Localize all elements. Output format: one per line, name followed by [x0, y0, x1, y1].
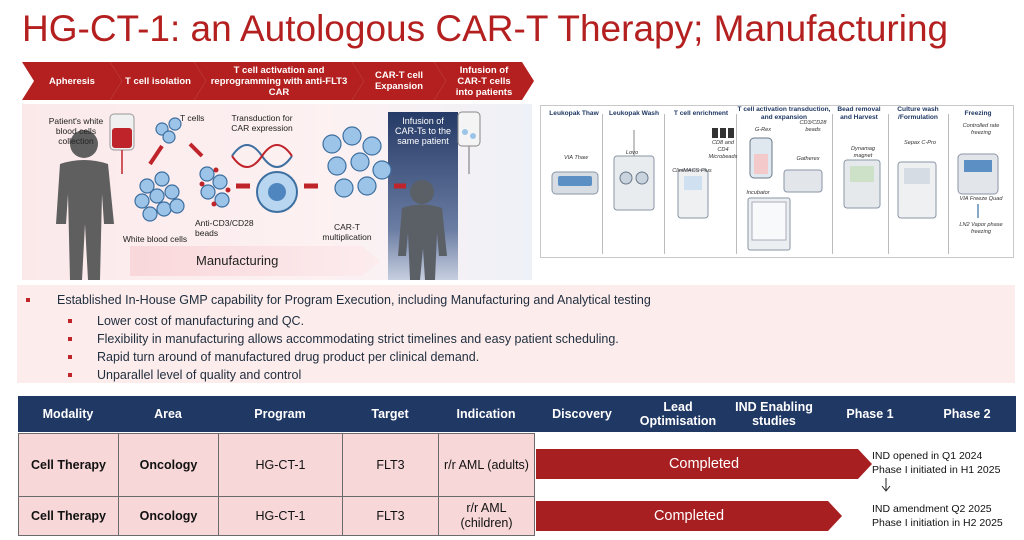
via-freeze-icon [957, 153, 999, 218]
multiplication-label: CAR-T multiplication [322, 222, 372, 242]
bullet-sub-4: Unparallel level of quality and control [97, 368, 302, 382]
step-infusion: Infusion of CAR-T cells into patients [434, 62, 534, 100]
wf-header-harvest: Bead removal and Harvest [837, 106, 881, 121]
wf-extra-gatherex: Gatherex [796, 156, 820, 162]
sepax-icon [897, 161, 937, 219]
th-indication: Indication [456, 407, 516, 421]
wf-device-dynamag: Dynamag magnet [851, 146, 875, 159]
bullet-sub-2: Flexibility in manufacturing allows acco… [97, 332, 619, 346]
th-phase-2: Phase 2 [943, 407, 991, 421]
arrow-up-icon [148, 144, 164, 166]
wf-extra-ln2: LN2 Vapor phase freezing [959, 222, 1003, 235]
clinimacs-icon [677, 169, 709, 219]
wf-extra-incubator: Incubator [746, 190, 770, 196]
wf-header-thaw: Leukopak Thaw [549, 110, 599, 117]
wbc-collection-label: Patient's white blood cells collection [48, 116, 104, 146]
step-expansion: CAR-T cell Expansion [352, 62, 446, 100]
wf-device-thaw: VIA Thaw [563, 155, 589, 161]
pipeline-table-header [18, 396, 1016, 432]
row2-area: Oncology [118, 496, 219, 536]
wf-header-wash: Leukopak Wash [609, 110, 659, 117]
wf-device-enrichment: CliniMACS Plus [672, 168, 712, 174]
wf-header-formulation: Culture wash /Formulation [897, 106, 939, 121]
transduction-label: Transduction for CAR expression [231, 113, 293, 133]
th-lead-optimisation: Lead Optimisation [639, 400, 717, 428]
row2-progress-bar: Completed [536, 501, 842, 531]
capabilities-box [17, 285, 1015, 383]
th-area: Area [154, 407, 182, 421]
wf-device-sepax: Sepax C-Pro [903, 140, 937, 146]
row2-modality: Cell Therapy [18, 496, 119, 536]
manufacturing-label: Manufacturing [196, 253, 279, 268]
bullet-icon [68, 373, 72, 377]
wf-extra-beads: CD3/CD28 beads [799, 120, 827, 133]
t-cells-icon [155, 117, 182, 144]
beads-label: Anti-CD3/CD28 beads [195, 218, 254, 238]
arrow-down-icon [188, 142, 204, 158]
patient-right-icon [398, 180, 447, 280]
wf-device-via-freeze: VIA Freeze Quad [959, 196, 1003, 202]
microbeads-icon [712, 128, 734, 138]
incubator-icon [747, 197, 791, 251]
row1-note-2: Phase I initiated in H1 2025 [872, 464, 1001, 476]
row1-target: FLT3 [342, 433, 439, 497]
th-target: Target [371, 407, 409, 421]
bullet-icon [68, 319, 72, 323]
gatherex-icon [783, 169, 823, 193]
th-discovery: Discovery [552, 407, 612, 421]
via-thaw-icon [551, 171, 599, 195]
blood-bag-icon [109, 113, 135, 174]
car-t-cells-icon [322, 126, 392, 198]
bullet-main: Established In-House GMP capability for … [57, 293, 651, 307]
th-modality: Modality [42, 407, 94, 421]
wf-header-activation: T cell activation transduction, and expa… [737, 106, 831, 121]
row1-program: HG-CT-1 [218, 433, 343, 497]
row1-area: Oncology [118, 433, 219, 497]
beads-icon [199, 167, 231, 207]
manufacturing-arrow [130, 246, 380, 276]
infusion-bag-icon [457, 111, 481, 174]
white-blood-cells-icon [134, 171, 185, 222]
page-title: HG-CT-1: an Autologous CAR-T Therapy; Ma… [22, 8, 949, 49]
white-blood-cells-label: White blood cells [122, 234, 188, 244]
wf-extra-controlled: Controlled rate freezing [962, 123, 1000, 136]
dynamag-icon [843, 159, 881, 209]
row1-indication: r/r AML (adults) [438, 433, 535, 497]
wf-header-freezing: Freezing [964, 110, 992, 117]
illustration-graphics [56, 111, 481, 280]
workflow-devices [551, 128, 999, 251]
row2-target: FLT3 [342, 496, 439, 536]
step-t-cell-isolation: T cell isolation [110, 62, 206, 100]
step-apheresis: Apheresis [22, 62, 122, 100]
lovo-icon [613, 130, 655, 211]
row1-progress-bar: Completed [536, 449, 872, 479]
activated-t-cells-icon [199, 166, 230, 208]
row2-program: HG-CT-1 [218, 496, 343, 536]
infusion-label: Infusion of CAR-Ts to the same patient [394, 116, 452, 146]
row1-modality: Cell Therapy [18, 433, 119, 497]
t-cells-label: T cells [180, 113, 205, 123]
wf-device-grex: G-Rex [754, 127, 772, 133]
row2-indication: r/r AML (children) [438, 496, 535, 536]
wf-extra-cd: CD8 and CD4 Microbeads [708, 140, 738, 160]
wf-header-enrichment: T cell enrichment [673, 110, 729, 117]
row1-note-1: IND opened in Q1 2024 [872, 450, 983, 462]
row2-note-1: IND amendment Q2 2025 [872, 503, 992, 515]
g-rex-icon [749, 137, 773, 179]
patient-left-icon [56, 130, 114, 280]
bullet-icon [68, 337, 72, 341]
bullet-icon [26, 298, 30, 302]
th-program: Program [254, 407, 306, 421]
bullet-icon [68, 355, 72, 359]
wf-device-wash: Lovo [625, 150, 639, 156]
bullet-sub-3: Rapid turn around of manufactured drug p… [97, 350, 480, 364]
th-phase-1: Phase 1 [846, 407, 894, 421]
arrow-down-icon [881, 478, 891, 492]
bullet-sub-1: Lower cost of manufacturing and QC. [97, 314, 305, 328]
row2-note-2: Phase I initiation in H2 2025 [872, 517, 1003, 529]
th-ind-enabling: IND Enabling studies [735, 400, 813, 428]
step-t-cell-activation: T cell activation and reprogramming with… [194, 62, 364, 100]
